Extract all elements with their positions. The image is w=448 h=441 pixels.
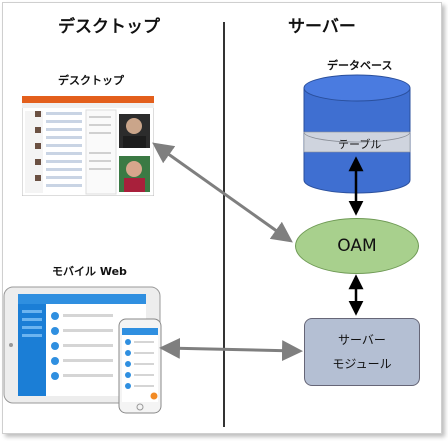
database-cylinder <box>303 74 411 194</box>
mobile-module-arrow <box>159 337 303 362</box>
oam-node: OAM <box>295 218 419 274</box>
desktop-section-title: デスクトップ <box>58 17 160 37</box>
server-section-title: サーバー <box>288 17 356 37</box>
desktop-app-screenshot <box>22 96 154 196</box>
database-label: データベース <box>327 59 393 72</box>
phone-device-image <box>118 318 162 414</box>
desktop-oam-arrow <box>152 142 293 243</box>
table-label: テーブル <box>338 138 382 151</box>
desktop-client-label: デスクトップ <box>58 74 124 87</box>
mobile-client-label: モバイル Web <box>52 265 127 278</box>
server-module-line2: モジュール <box>332 357 392 371</box>
oam-label: OAM <box>337 236 377 256</box>
server-module-box: サーバー モジュール <box>304 318 420 386</box>
server-module-line1: サーバー <box>338 333 386 347</box>
